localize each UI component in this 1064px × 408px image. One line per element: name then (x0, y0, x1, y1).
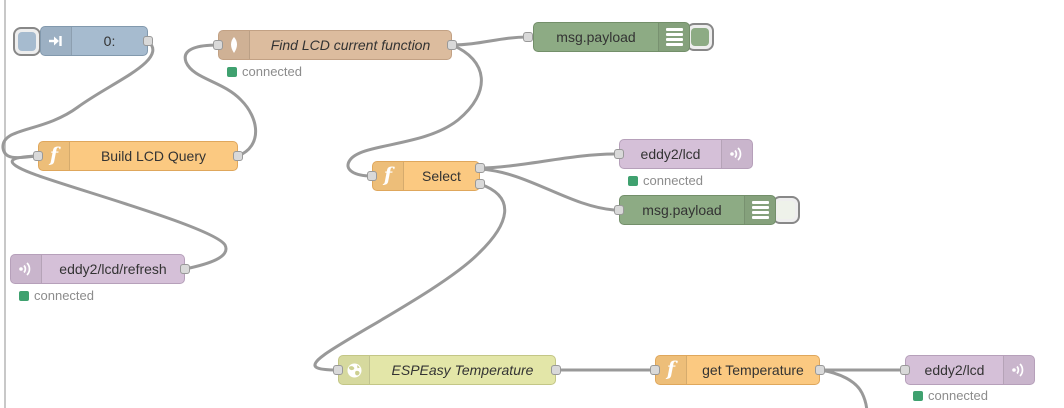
node-select[interactable]: f Select (372, 161, 480, 191)
node-label: ESPEasy Temperature (391, 362, 534, 378)
node-mqtt-refresh[interactable]: eddy2/lcd/refresh (10, 254, 185, 284)
node-debug-top[interactable]: msg.payload (533, 22, 690, 52)
port-out-build-query[interactable] (233, 151, 243, 161)
node-espeasy[interactable]: ESPEasy Temperature (338, 355, 556, 385)
port-in-mqtt-lcd-bottom[interactable] (900, 365, 910, 375)
port-out1-select[interactable] (475, 163, 485, 173)
debug-toggle-button-top[interactable] (686, 23, 714, 51)
node-label: Build LCD Query (100, 148, 207, 164)
port-in-get-temp[interactable] (650, 365, 660, 375)
status-text: connected (928, 388, 988, 403)
function-f-icon: f (39, 142, 70, 170)
status-dot-icon (628, 175, 638, 186)
wifi-icon (11, 255, 42, 283)
status-mqtt-refresh: connected (19, 288, 94, 303)
status-mqtt-lcd-bottom: connected (913, 388, 988, 403)
node-label: msg.payload (556, 29, 636, 45)
port-out-espeasy[interactable] (551, 365, 561, 375)
port-out-mqtt-refresh[interactable] (180, 264, 190, 274)
debug-lines-icon (744, 196, 775, 224)
status-text: connected (34, 288, 94, 303)
port-out-inject[interactable] (143, 36, 153, 46)
inject-arrow-icon (41, 27, 72, 55)
node-label: eddy2/lcd (640, 146, 701, 162)
port-in-find-lcd[interactable] (213, 40, 223, 50)
debug-lines-icon (658, 23, 689, 51)
debug-toggle-fill (691, 28, 709, 46)
node-label: eddy2/lcd/refresh (59, 261, 167, 277)
inject-button-fill (18, 32, 36, 51)
wire-find-to-select[interactable] (346, 43, 483, 178)
status-dot-icon (19, 290, 29, 301)
node-label: msg.payload (642, 202, 722, 218)
wire-build-to-find[interactable] (183, 43, 257, 158)
wire-find-to-debug[interactable] (450, 35, 530, 47)
leaf-icon (219, 31, 250, 59)
function-f-icon: f (373, 162, 404, 190)
wifi-icon (1003, 356, 1034, 384)
debug-toggle-button-mid[interactable] (772, 196, 800, 224)
wire-inject-to-build[interactable] (1, 39, 155, 160)
port-out2-select[interactable] (475, 179, 485, 189)
port-in-build-query[interactable] (33, 151, 43, 161)
wire-refresh-to-build[interactable] (10, 154, 228, 271)
status-find-lcd: connected (227, 64, 302, 79)
node-label: Select (422, 168, 461, 184)
node-get-temp[interactable]: f get Temperature (655, 355, 820, 385)
node-label: eddy2/lcd (924, 362, 985, 378)
port-out-find-lcd[interactable] (447, 40, 457, 50)
node-debug-mid[interactable]: msg.payload (619, 195, 776, 225)
function-f-icon: f (656, 356, 687, 384)
status-text: connected (242, 64, 302, 79)
globe-icon (339, 356, 370, 384)
node-label: get Temperature (702, 362, 804, 378)
port-out-get-temp[interactable] (815, 365, 825, 375)
node-inject[interactable]: 0: (40, 26, 148, 56)
status-text: connected (643, 173, 703, 188)
port-in-debug-top[interactable] (523, 32, 533, 42)
node-build-query[interactable]: f Build LCD Query (38, 141, 238, 171)
port-in-espeasy[interactable] (333, 365, 343, 375)
port-in-debug-mid[interactable] (614, 205, 624, 215)
inject-button[interactable] (13, 27, 41, 56)
node-mqtt-lcd-top[interactable]: eddy2/lcd (619, 139, 753, 169)
port-in-mqtt-lcd-top[interactable] (614, 149, 624, 159)
wire-select-to-mqtt-top[interactable] (478, 152, 616, 170)
workspace-left-border (4, 0, 6, 408)
wifi-icon (721, 140, 752, 168)
status-dot-icon (913, 390, 923, 401)
debug-toggle-fill (777, 201, 795, 219)
node-label: Find LCD current function (270, 37, 431, 53)
status-mqtt-lcd-top: connected (628, 173, 703, 188)
wire-select-to-espeasy[interactable] (313, 182, 507, 372)
node-find-lcd[interactable]: Find LCD current function (218, 30, 452, 60)
node-mqtt-lcd-bottom[interactable]: eddy2/lcd (905, 355, 1035, 385)
node-label: 0: (103, 33, 116, 49)
wire-select-to-debug-mid[interactable] (478, 167, 616, 212)
port-in-select[interactable] (367, 171, 377, 181)
status-dot-icon (227, 66, 237, 77)
wire-gettemp-offscreen[interactable] (818, 368, 869, 408)
